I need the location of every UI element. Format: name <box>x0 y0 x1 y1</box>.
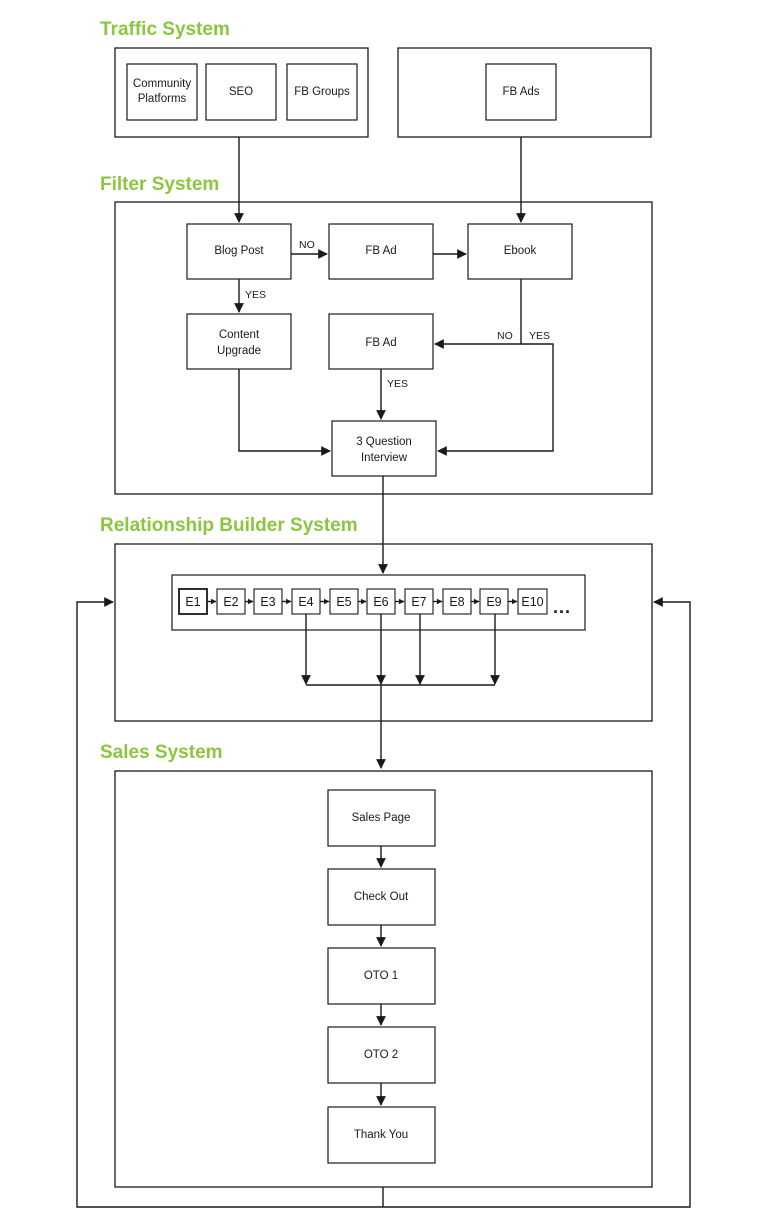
blog-post-node: Blog Post <box>186 223 292 280</box>
right-feedback-loop-arrow <box>383 597 691 1208</box>
interview-node: 3 Question Interview <box>331 420 437 477</box>
blog-post-label: Blog Post <box>214 245 264 257</box>
email-label-3: E3 <box>260 595 275 609</box>
left-feedback-loop-arrow <box>76 597 383 1208</box>
content-upgrade-to-interview-arrow <box>238 369 331 456</box>
check-out-node: Check Out <box>327 868 436 926</box>
fb-ad-mid-label: FB Ad <box>365 337 396 349</box>
email-label-5: E5 <box>336 595 351 609</box>
content-upgrade-node: Content Upgrade <box>186 313 292 370</box>
yes-label-ebook: YES <box>529 330 550 342</box>
email-node-2: E2 <box>216 588 246 615</box>
oto2-node: OTO 2 <box>327 1026 436 1084</box>
email-label-4: E4 <box>298 595 313 609</box>
filter-system-heading: Filter System <box>100 174 220 195</box>
oto1-node: OTO 1 <box>327 947 436 1005</box>
yes-label-blog: YES <box>245 289 266 301</box>
email-node-10: E10 <box>517 588 548 615</box>
email-node-9: E9 <box>479 588 509 615</box>
content-upgrade-label-line1: Content <box>219 329 260 341</box>
email-label-1: E1 <box>185 595 200 609</box>
email-node-4: E4 <box>291 588 321 615</box>
sales-system-heading: Sales System <box>100 742 223 763</box>
email-node-8: E8 <box>442 588 472 615</box>
email-node-3: E3 <box>253 588 283 615</box>
ebook-node: Ebook <box>467 223 573 280</box>
email-sequence: E1 E2 E3 E4 E5 E6 E7 E8 E9 E10 <box>178 588 548 615</box>
community-platforms-node: Community Platforms <box>126 63 198 121</box>
fb-ad-mid-node: FB Ad <box>328 313 434 370</box>
ebook-label: Ebook <box>504 245 537 257</box>
yes-label-fbad: YES <box>387 378 408 390</box>
email-label-7: E7 <box>411 595 426 609</box>
email-node-1: E1 <box>178 588 208 615</box>
interview-label-line1: 3 Question <box>356 436 412 448</box>
fb-ad-top-node: FB Ad <box>328 223 434 280</box>
no-label-blog: NO <box>299 239 315 251</box>
email-node-5: E5 <box>329 588 359 615</box>
email-label-6: E6 <box>373 595 388 609</box>
relationship-builder-heading: Relationship Builder System <box>100 515 358 536</box>
fb-ads-node: FB Ads <box>485 63 557 121</box>
email-node-7: E7 <box>404 588 434 615</box>
interview-label-line2: Interview <box>361 452 408 464</box>
oto1-label: OTO 1 <box>364 970 398 982</box>
email-label-10: E10 <box>521 595 543 609</box>
seo-label: SEO <box>229 86 253 98</box>
fb-groups-node: FB Groups <box>286 63 358 121</box>
thank-you-node: Thank You <box>327 1106 436 1164</box>
ebook-yes-arrow <box>437 343 554 456</box>
sales-page-label: Sales Page <box>352 812 411 824</box>
sales-page-node: Sales Page <box>327 789 436 847</box>
fb-ad-top-label: FB Ad <box>365 245 396 257</box>
email-label-8: E8 <box>449 595 464 609</box>
check-out-label: Check Out <box>354 891 409 903</box>
no-label-ebook: NO <box>497 330 513 342</box>
more-emails-ellipsis: ... <box>553 597 571 617</box>
traffic-system-heading: Traffic System <box>100 19 230 40</box>
content-upgrade-label-line2: Upgrade <box>217 345 261 357</box>
email-node-6: E6 <box>366 588 396 615</box>
oto2-label: OTO 2 <box>364 1049 398 1061</box>
seo-node: SEO <box>205 63 277 121</box>
thank-you-label: Thank You <box>354 1129 408 1141</box>
email-label-2: E2 <box>223 595 238 609</box>
community-platforms-label-line1: Community <box>133 78 191 90</box>
email-label-9: E9 <box>486 595 501 609</box>
fb-groups-label: FB Groups <box>294 86 350 98</box>
community-platforms-label-line2: Platforms <box>138 93 187 105</box>
fb-ads-label: FB Ads <box>502 86 539 98</box>
